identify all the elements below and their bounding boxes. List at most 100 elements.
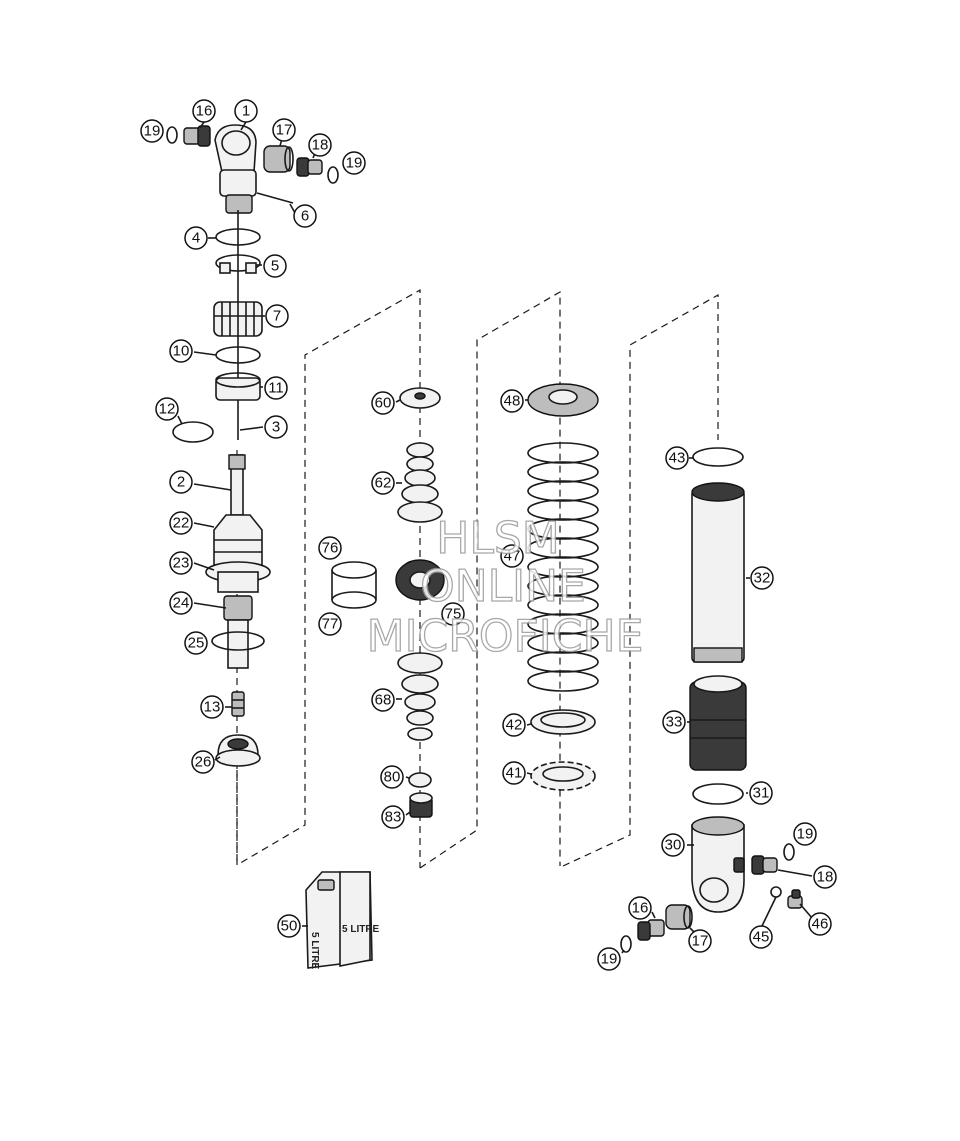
bush-18-top [296,157,323,177]
circlip-12 [172,421,214,443]
svg-text:75: 75 [445,606,462,623]
bush-16-top [183,125,211,147]
svg-text:60: 60 [375,395,392,412]
callout-17-bottom: 17 [688,929,712,953]
callout-16-bottom: 16 [628,896,652,920]
damper-assembly [166,124,339,767]
callout-22: 22 [169,511,193,535]
o-ring-19-bottom-left [620,935,632,953]
svg-text:22: 22 [173,515,190,532]
bump-plate-23 [205,561,271,593]
svg-text:68: 68 [375,692,392,709]
o-ring-19-bottom-right [783,843,795,861]
washer-60 [399,387,441,409]
spring-47 [527,442,599,692]
ring-4 [215,228,261,246]
svg-text:16: 16 [196,103,213,120]
base-valve-26 [215,734,261,767]
callout-45: 45 [749,925,773,949]
callout-83: 83 [381,805,405,829]
callout-7: 7 [265,304,289,328]
top-eye-1 [214,124,257,214]
svg-text:11: 11 [268,380,284,397]
pin-6 [256,192,294,204]
adjuster-nut-7 [213,301,263,337]
callout-62: 62 [371,471,395,495]
callouts: 1 16 19 17 18 19 6 4 5 7 10 11 12 3 2 22… [140,99,837,971]
svg-text:5: 5 [271,258,279,275]
washer-45 [770,886,782,898]
dashed-group-outlines [236,288,719,869]
bottom-eye-30 [691,816,745,913]
svg-text:80: 80 [384,769,401,786]
svg-text:19: 19 [144,123,161,140]
split-ring-11 [215,372,261,401]
callout-4: 4 [184,226,208,250]
watermark-line-2: ONLINE [420,561,586,612]
o-ring-19-right [327,166,339,184]
svg-text:7: 7 [273,308,281,325]
svg-text:17: 17 [692,933,709,950]
svg-text:19: 19 [797,826,814,843]
bleed-screw-46 [787,889,803,909]
bush-16-bottom [637,919,665,941]
svg-text:19: 19 [346,155,363,172]
callout-26: 26 [191,750,215,774]
svg-text:31: 31 [753,785,770,802]
callout-3: 3 [264,415,288,439]
shims-62 [397,442,443,523]
callout-18-top: 18 [308,133,332,157]
svg-text:48: 48 [504,393,521,410]
svg-text:4: 4 [192,230,200,247]
svg-text:83: 83 [385,809,402,826]
bush-18-bottom [751,855,778,875]
callout-75: 75 [441,602,465,626]
svg-text:1: 1 [242,103,250,120]
svg-text:19: 19 [601,951,618,968]
shims-68 [397,652,443,741]
svg-text:32: 32 [754,570,771,587]
callout-13: 13 [200,695,224,719]
svg-text:30: 30 [665,837,682,854]
callout-48: 48 [500,389,524,413]
svg-text:10: 10 [173,343,190,360]
svg-text:26: 26 [195,754,212,771]
callout-68: 68 [371,688,395,712]
svg-text:12: 12 [159,401,176,418]
lock-ring-42 [530,709,596,735]
preload-nut-41 [530,761,596,791]
callout-41: 41 [502,761,526,785]
svg-text:62: 62 [375,475,392,492]
callout-6: 6 [293,204,317,228]
callout-24: 24 [169,591,193,615]
svg-text:6: 6 [301,208,309,225]
svg-text:23: 23 [173,555,190,572]
watermark: HLSM ONLINE MICROFICHE [366,512,644,662]
circlip-43 [692,447,744,467]
svg-text:13: 13 [204,699,221,716]
can-label-small: 5 LITRE [309,932,320,970]
shim-stack [331,387,445,818]
svg-text:50: 50 [281,918,298,935]
cylinder-32 [691,482,745,663]
nut-13 [231,691,245,717]
callout-11: 11 [264,376,288,400]
svg-text:47: 47 [504,548,521,565]
callout-23: 23 [169,551,193,575]
callout-31: 31 [749,781,773,805]
svg-text:46: 46 [812,916,829,933]
callout-47: 47 [500,544,524,568]
o-ring-31 [692,783,744,805]
callout-33: 33 [662,710,686,734]
callout-5: 5 [263,254,287,278]
callout-12: 12 [155,397,179,421]
svg-text:18: 18 [312,137,329,154]
callout-18-bottom: 18 [813,865,837,889]
svg-text:41: 41 [506,765,523,782]
svg-text:17: 17 [276,122,293,139]
bearing-17-bottom [665,904,693,930]
o-ring-19-left [166,126,178,144]
callout-16-top: 16 [192,99,216,123]
piston-rod-2 [228,454,246,516]
